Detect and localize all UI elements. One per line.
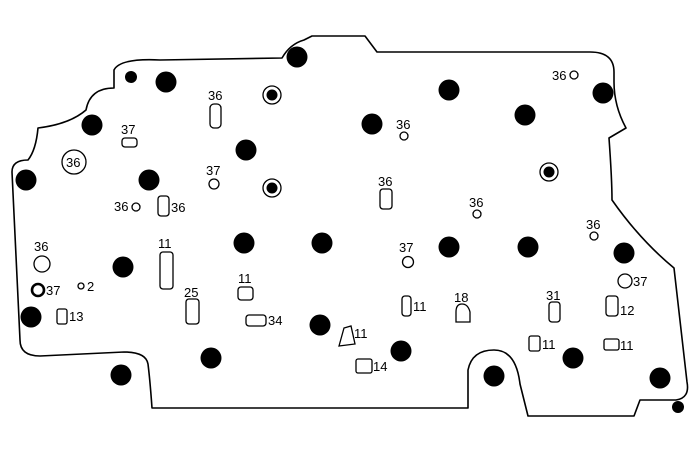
- callout-label: 36: [171, 200, 185, 215]
- open-hole: [33, 255, 51, 273]
- solid-hole: [592, 82, 614, 104]
- callout-label: 11: [542, 337, 556, 352]
- solid-holes: [15, 46, 684, 413]
- slot: [379, 188, 393, 210]
- callout-label: 36: [34, 239, 48, 254]
- open-hole: [131, 202, 141, 212]
- callout-label: 36: [552, 68, 566, 83]
- open-hole: [208, 178, 220, 190]
- callout-label: 37: [121, 122, 135, 137]
- open-hole: [401, 255, 415, 269]
- solid-hole: [200, 347, 222, 369]
- slot: [338, 325, 356, 347]
- solid-hole: [112, 256, 134, 278]
- callout-label: 18: [454, 290, 468, 305]
- solid-hole: [20, 306, 42, 328]
- callout-label: 37: [206, 163, 220, 178]
- callout-label: 13: [69, 309, 83, 324]
- solid-hole: [438, 79, 460, 101]
- solid-hole: [138, 169, 160, 191]
- slot: [159, 251, 174, 290]
- slot: [237, 286, 254, 301]
- solid-hole: [309, 314, 331, 336]
- solid-hole: [613, 242, 635, 264]
- solid-hole: [125, 71, 137, 83]
- slot: [209, 103, 222, 129]
- slot: [528, 335, 541, 352]
- slot: [157, 195, 170, 217]
- solid-hole: [81, 114, 103, 136]
- slot: [548, 301, 561, 323]
- callout-label: 36: [378, 174, 392, 189]
- callout-label: 11: [238, 271, 252, 286]
- solid-hole: [110, 364, 132, 386]
- callout-label: 36: [396, 117, 410, 132]
- slot: [401, 295, 412, 317]
- open-hole: [472, 209, 482, 219]
- callout-label: 11: [413, 299, 427, 314]
- callout-labels: 36 37 36 37 36 36 11 36 37 2 13 25 11 34…: [34, 68, 647, 374]
- callout-label: 36: [208, 88, 222, 103]
- callout-label: 11: [620, 338, 634, 353]
- callout-label: 36: [66, 155, 80, 170]
- solid-hole: [649, 367, 671, 389]
- dowel-hole: [543, 166, 555, 178]
- callout-label: 12: [620, 303, 634, 318]
- solid-hole: [361, 113, 383, 135]
- slot: [355, 358, 373, 374]
- callout-label: 37: [633, 274, 647, 289]
- open-hole: [399, 131, 409, 141]
- solid-hole: [390, 340, 412, 362]
- solid-hole: [311, 232, 333, 254]
- dowel-hole: [266, 89, 278, 101]
- solid-hole: [562, 347, 584, 369]
- callout-label: 25: [184, 285, 198, 300]
- solid-hole: [672, 401, 684, 413]
- slot: [605, 295, 619, 317]
- solid-hole: [483, 365, 505, 387]
- slot: [56, 308, 68, 325]
- dowel-holes: [262, 85, 559, 198]
- callout-label: 36: [114, 199, 128, 214]
- callout-circle: [61, 149, 87, 175]
- callout-label: 14: [373, 359, 387, 374]
- slots: [56, 103, 620, 374]
- callout-label: 2: [87, 279, 94, 294]
- callout-label: 31: [546, 288, 560, 303]
- open-holes: [30, 70, 633, 298]
- open-hole: [77, 282, 85, 290]
- callout-label: 11: [158, 236, 172, 251]
- open-hole: [589, 231, 599, 241]
- slot: [185, 298, 200, 325]
- solid-hole: [286, 46, 308, 68]
- slot: [245, 314, 267, 327]
- callout-label: 34: [268, 313, 282, 328]
- solid-hole: [438, 236, 460, 258]
- dowel-hole: [266, 182, 278, 194]
- solid-hole: [155, 71, 177, 93]
- callout-label: 11: [354, 326, 368, 341]
- callout-label: 36: [586, 217, 600, 232]
- solid-hole: [233, 232, 255, 254]
- callout-label: 37: [399, 240, 413, 255]
- solid-hole: [15, 169, 37, 191]
- thick-ring-hole: [30, 282, 46, 298]
- callout-label: 37: [46, 283, 60, 298]
- plate-outline: [11, 35, 689, 417]
- open-hole: [617, 273, 633, 289]
- solid-hole: [514, 104, 536, 126]
- open-hole: [569, 70, 579, 80]
- slot: [121, 137, 138, 148]
- callout-label: 36: [469, 195, 483, 210]
- solid-hole: [235, 139, 257, 161]
- slot: [455, 303, 471, 323]
- slot: [603, 338, 620, 351]
- solid-hole: [517, 236, 539, 258]
